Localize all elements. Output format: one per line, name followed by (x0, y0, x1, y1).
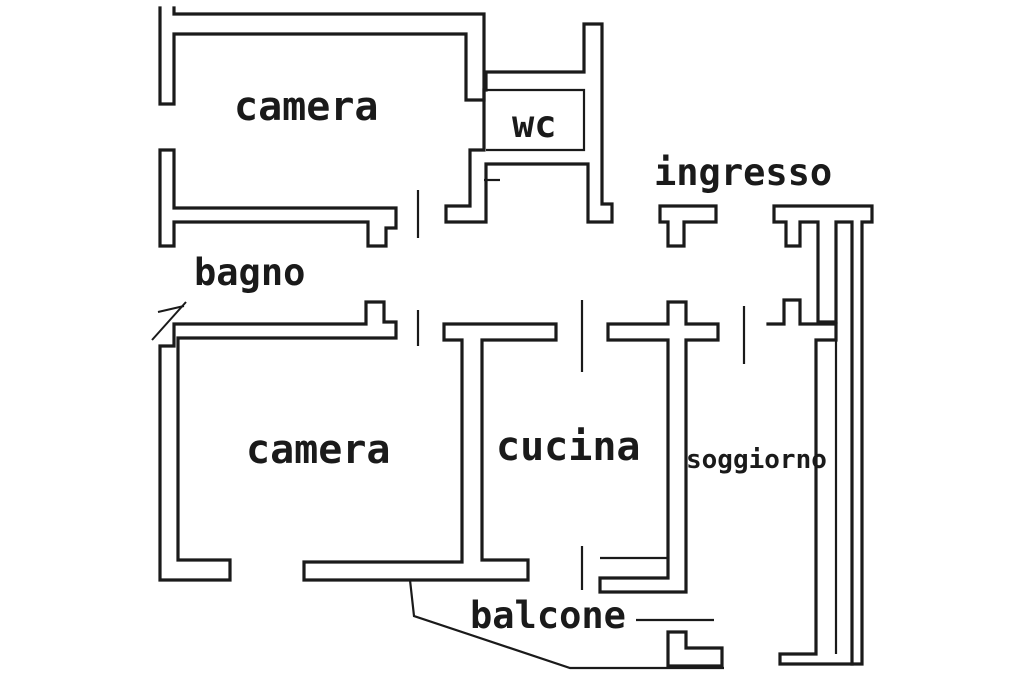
walls-corridor (158, 298, 854, 666)
walls-cucina-lower (580, 546, 668, 590)
walls-camera-top (158, 6, 486, 248)
room-label-bagno: bagno (194, 251, 305, 294)
room-label-wc: wc (512, 103, 557, 146)
room-label-camera-bottom: camera (246, 427, 391, 473)
room-label-soggiorno: soggiorno (686, 445, 827, 475)
walls-wc (444, 22, 614, 224)
door-bagno (151, 301, 187, 341)
walls-balcone (408, 579, 724, 670)
room-label-camera-top: camera (234, 84, 379, 130)
room-label-balcone: balcone (470, 594, 626, 637)
walls-ingresso (658, 204, 874, 666)
room-label-cucina: cucina (496, 424, 641, 470)
room-label-ingresso: ingresso (654, 151, 832, 194)
